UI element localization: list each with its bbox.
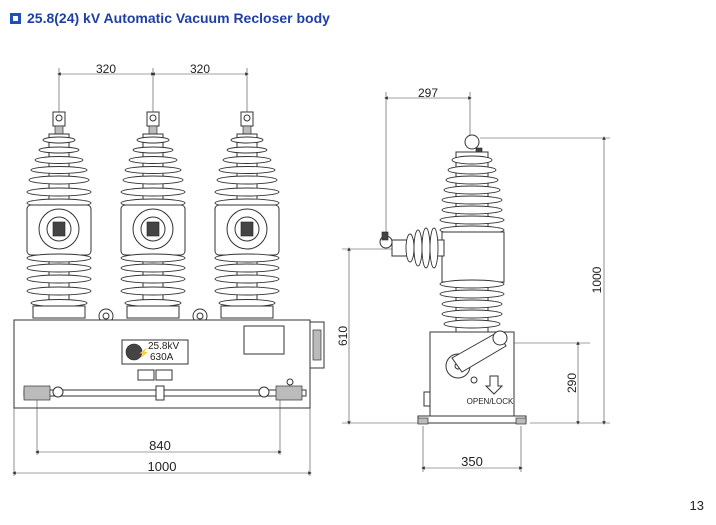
page-title: 25.8(24) kV Automatic Vacuum Recloser bo… <box>27 10 330 26</box>
dim-spacing-right: 320 <box>190 62 210 76</box>
bushing-left <box>26 111 92 319</box>
title-row: 25.8(24) kV Automatic Vacuum Recloser bo… <box>10 8 330 28</box>
dim-overall-width: 1000 <box>148 459 177 474</box>
title-bullet-icon <box>10 12 21 24</box>
dim-spacing-left: 320 <box>96 62 116 76</box>
dim-handle-height: 290 <box>565 373 579 393</box>
bushing-right <box>214 111 280 319</box>
dim-base-width: 350 <box>461 454 483 469</box>
arrow-down-icon <box>484 375 504 395</box>
page-number: 13 <box>689 498 704 513</box>
nameplate-current: 630A <box>150 352 174 363</box>
side-view: 297 1000 610 290 <box>336 86 610 472</box>
dim-overall-height: 1000 <box>590 266 604 293</box>
dim-tank-height: 610 <box>336 326 350 346</box>
bushing-center <box>120 111 186 319</box>
nameplate-voltage: 25.8kV <box>148 341 179 352</box>
front-view: 320 320 <box>12 62 325 476</box>
dim-top-offset: 297 <box>418 86 438 100</box>
handle-label: OPEN/LOCK <box>467 397 514 406</box>
dim-mount-width: 840 <box>149 438 171 453</box>
logo-mark: ⚡ <box>138 347 149 359</box>
